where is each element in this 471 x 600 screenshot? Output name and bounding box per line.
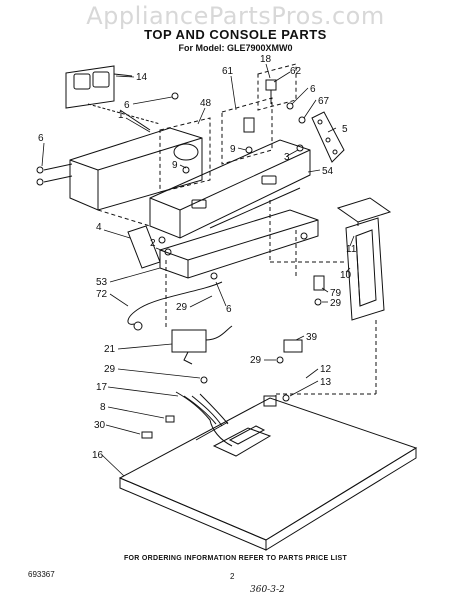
callout-29-mid: 29 — [250, 355, 262, 366]
part-11-light-panel — [336, 197, 392, 226]
callout-5: 5 — [342, 124, 348, 135]
part-62-knob-panel — [257, 63, 297, 111]
screws-left — [36, 92, 179, 186]
part-8-clip — [141, 415, 175, 439]
wire-lead — [127, 281, 223, 331]
callout-9-left: 9 — [172, 160, 178, 171]
document-number: 693367 — [28, 570, 55, 579]
model-line: For Model: GLE7900XMW0 — [178, 43, 293, 53]
page-number: 2 — [230, 572, 235, 581]
callout-30: 30 — [94, 420, 106, 431]
leader-lines — [41, 63, 355, 477]
callout-4: 4 — [96, 222, 102, 233]
callout-11: 11 — [346, 244, 357, 255]
callout-6-right: 6 — [310, 84, 316, 95]
part-1-console-backguard — [69, 103, 203, 211]
callout-29-upper: 29 — [176, 302, 188, 313]
part-39-switch — [276, 339, 303, 364]
part-54-top-channel — [149, 139, 311, 239]
handwritten-note: 360-3-2 — [250, 585, 285, 595]
part-79-switch — [313, 275, 325, 306]
callout-labels: 14 6 1 48 6 9 61 18 62 6 67 5 9 3 54 4 2… — [38, 54, 357, 461]
callout-54: 54 — [322, 166, 334, 177]
part-53-lower-channel — [159, 209, 319, 280]
callout-2: 2 — [150, 238, 156, 249]
callout-48: 48 — [200, 98, 212, 109]
callout-12: 12 — [320, 364, 332, 375]
callout-13: 13 — [320, 377, 332, 388]
connection-lines — [97, 200, 377, 406]
callout-8: 8 — [100, 402, 106, 413]
callout-62: 62 — [290, 66, 302, 77]
watermark: AppliancePartsPros.com — [86, 2, 385, 30]
part-48-timer-box — [159, 117, 211, 193]
callout-6-left: 6 — [124, 100, 130, 111]
callout-3: 3 — [284, 152, 290, 163]
callout-9-right: 9 — [230, 144, 236, 155]
part-21-transformer — [171, 325, 233, 365]
callout-6-lower: 6 — [226, 304, 232, 315]
callout-53: 53 — [96, 277, 108, 288]
callout-18: 18 — [260, 54, 272, 65]
part-10-side-frame — [345, 217, 385, 321]
callout-72: 72 — [96, 289, 108, 300]
part-14-console-panel — [65, 65, 133, 109]
callout-61: 61 — [222, 66, 234, 77]
callout-67: 67 — [318, 96, 330, 107]
callout-6-side: 6 — [38, 133, 44, 144]
callout-16: 16 — [92, 450, 104, 461]
page-title: TOP AND CONSOLE PARTS — [144, 27, 327, 42]
callout-29-left: 29 — [104, 364, 116, 375]
part-16-main-top — [118, 397, 418, 551]
callout-21: 21 — [104, 344, 116, 355]
ordering-info-footer: FOR ORDERING INFORMATION REFER TO PARTS … — [123, 555, 348, 562]
callout-29-right: 29 — [330, 298, 342, 309]
callout-39: 39 — [306, 332, 318, 343]
callout-10: 10 — [340, 270, 352, 281]
callout-79: 79 — [330, 288, 342, 299]
callout-14: 14 — [136, 72, 148, 83]
callout-1: 1 — [118, 110, 124, 121]
part-5-side-bracket — [286, 102, 345, 163]
callout-17: 17 — [96, 382, 108, 393]
